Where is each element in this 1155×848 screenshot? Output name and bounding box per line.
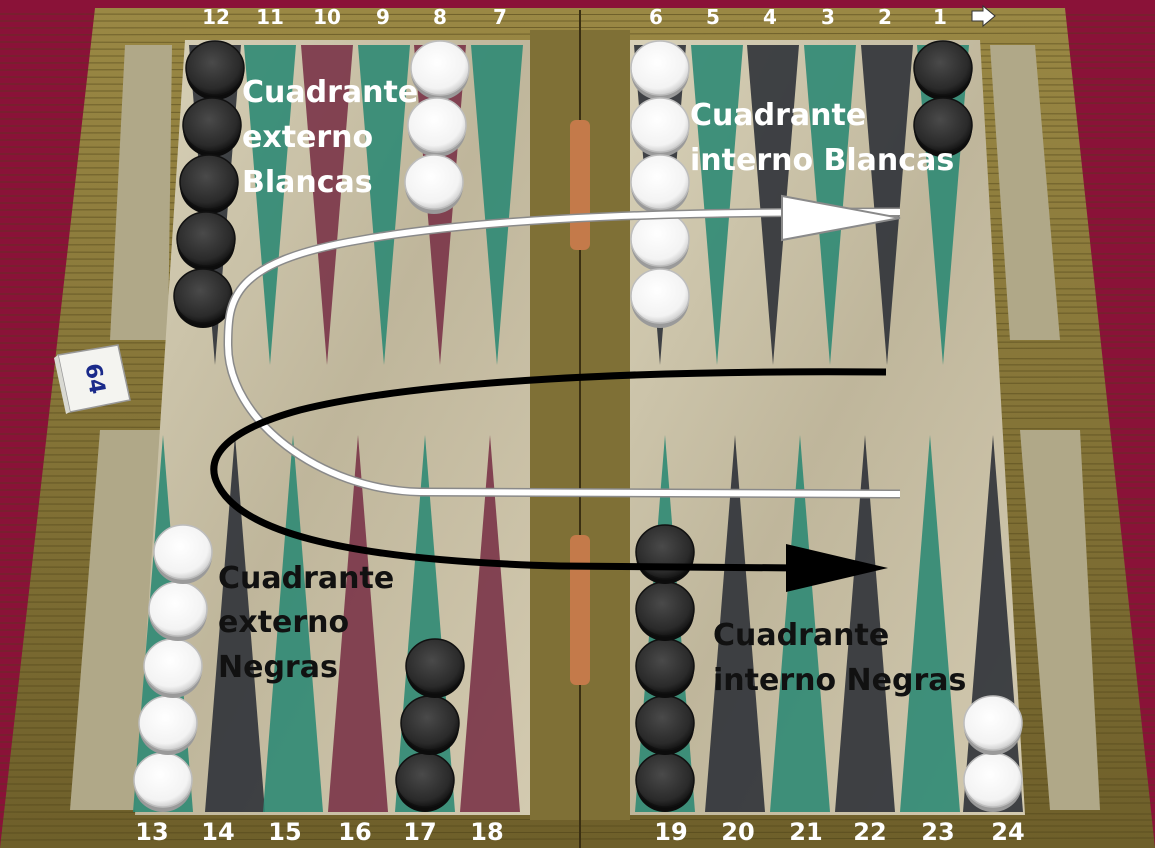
white-checker[interactable] [963,695,1023,755]
black-checker[interactable] [913,40,973,100]
right-tray-top [990,45,1060,340]
direction-arrow-icon [971,4,996,28]
white-checker[interactable] [630,211,690,271]
point-number-top: 1 [933,5,947,29]
point-number-top: 9 [376,5,390,29]
label-black-outer-3: Negras [218,650,338,685]
label-black-outer-2: externo [218,605,349,640]
point-bottom-20 [705,435,765,812]
point-number-bottom: 20 [721,818,754,846]
right-tray-bottom [1020,430,1100,810]
point-number-top: 10 [313,5,341,29]
point-top-10 [301,45,353,365]
point-top-4 [747,45,799,365]
point-number-top: 12 [202,5,230,29]
label-white-outer-1: Cuadrante [242,75,418,110]
black-checker[interactable] [405,638,465,698]
checkers [133,40,1023,812]
point-number-top: 7 [493,5,507,29]
point-number-top: 2 [878,5,892,29]
point-number-bottom: 17 [403,818,436,846]
point-top-7 [471,45,523,365]
white-path [224,209,901,497]
white-checker[interactable] [148,581,208,641]
point-top-2 [861,45,913,365]
white-checker[interactable] [153,524,213,584]
black-checker[interactable] [635,638,695,698]
point-number-bottom: 24 [991,818,1024,846]
point-numbers-bottom: 13 14 15 16 17 18 19 20 21 22 23 24 [135,818,1024,846]
point-number-bottom: 22 [853,818,886,846]
white-path-arrowhead [781,194,901,242]
point-number-bottom: 16 [338,818,371,846]
white-checker[interactable] [963,752,1023,812]
point-number-bottom: 21 [789,818,822,846]
white-checker[interactable] [143,638,203,698]
black-checker[interactable] [635,695,695,755]
point-numbers-top: 12 11 10 9 8 7 6 5 4 3 2 1 [202,5,947,29]
point-number-top: 3 [821,5,835,29]
point-bottom-15 [263,435,323,812]
black-checker[interactable] [173,268,233,328]
label-white-outer-2: externo [242,120,373,155]
white-checker[interactable] [410,40,470,100]
point-bottom-14 [205,435,265,812]
left-tray-top [110,45,172,340]
point-number-bottom: 14 [201,818,234,846]
black-path [210,368,887,572]
white-checker[interactable] [138,695,198,755]
label-black-inner-1: Cuadrante [713,618,889,653]
white-checker[interactable] [630,40,690,100]
doubling-cube: 64 [54,344,131,414]
black-checker[interactable] [185,40,245,100]
black-checker[interactable] [179,154,239,214]
white-checker[interactable] [630,154,690,214]
point-number-bottom: 13 [135,818,168,846]
point-number-top: 11 [256,5,284,29]
point-top-5 [691,45,743,365]
white-checker[interactable] [630,97,690,157]
point-number-bottom: 18 [470,818,503,846]
black-checker[interactable] [635,581,695,641]
point-top-9 [358,45,410,365]
doubling-cube-value: 64 [79,362,109,397]
label-black-inner-2: interno Negras [713,663,966,698]
point-number-bottom: 15 [268,818,301,846]
label-white-inner-2: interno Blancas [690,143,954,178]
black-checker[interactable] [400,695,460,755]
white-checker[interactable] [404,154,464,214]
point-number-top: 5 [706,5,720,29]
black-checker[interactable] [182,97,242,157]
point-number-bottom: 23 [921,818,954,846]
white-checker[interactable] [407,97,467,157]
label-white-inner-1: Cuadrante [690,98,866,133]
black-checker[interactable] [635,752,695,812]
point-number-top: 4 [763,5,777,29]
hinge-bottom [570,535,590,685]
point-number-bottom: 19 [654,818,687,846]
point-bottom-22 [835,435,895,812]
label-white-outer-3: Blancas [242,165,373,200]
point-bottom-23 [900,435,960,812]
black-checker[interactable] [635,524,695,584]
black-checker[interactable] [913,97,973,157]
white-checker[interactable] [630,268,690,328]
point-number-top: 6 [649,5,663,29]
black-checker[interactable] [176,211,236,271]
point-bottom-16 [328,435,388,812]
point-bottom-21 [770,435,830,812]
point-top-11 [244,45,296,365]
hinge-top [570,120,590,250]
point-bottom-18 [460,435,520,812]
left-tray-bottom [70,430,160,810]
black-checker[interactable] [395,752,455,812]
label-black-outer-1: Cuadrante [218,561,394,596]
black-path-arrowhead [786,544,888,592]
white-checker[interactable] [133,752,193,812]
point-number-top: 8 [433,5,447,29]
